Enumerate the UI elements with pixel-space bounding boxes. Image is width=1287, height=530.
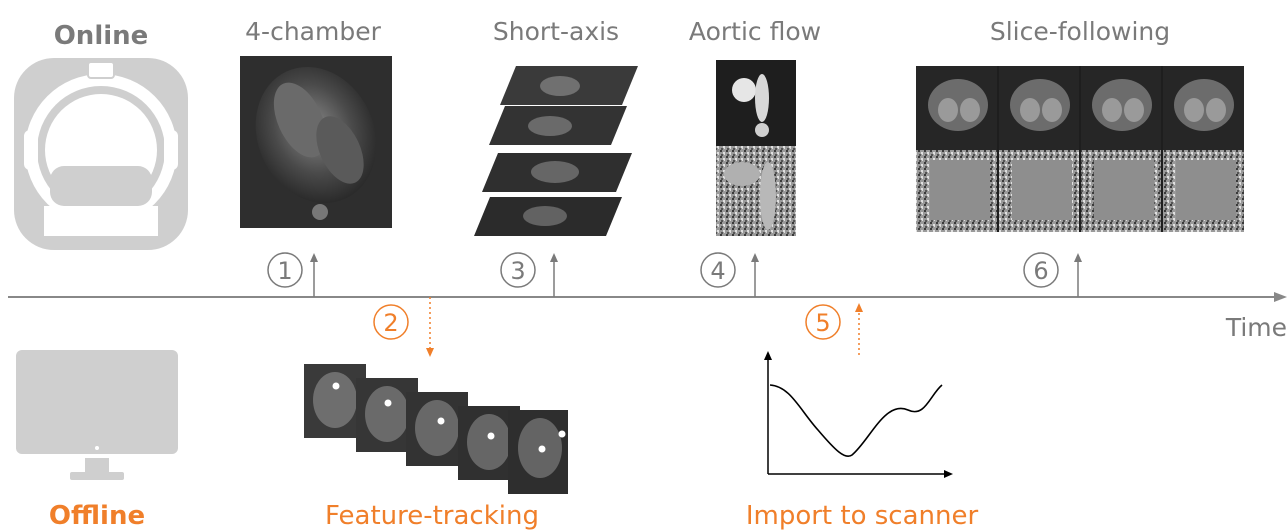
step-3: 3 <box>500 252 558 297</box>
svg-text:2: 2 <box>383 309 398 337</box>
aortic-flow-images <box>716 60 796 236</box>
short-axis-label: Short-axis <box>493 17 619 46</box>
svg-text:6: 6 <box>1033 257 1048 285</box>
import-curve-plot <box>764 351 953 478</box>
svg-text:4: 4 <box>710 257 725 285</box>
svg-text:3: 3 <box>510 257 525 285</box>
slice-following-images <box>916 66 1244 232</box>
computer-icon <box>16 350 178 480</box>
step-4: 4 <box>700 252 759 297</box>
step-2: 2 <box>373 297 434 357</box>
import-to-scanner-label: Import to scanner <box>746 501 979 530</box>
feature-tracking-label: Feature-tracking <box>325 501 539 530</box>
svg-text:5: 5 <box>815 309 830 337</box>
step-1: 1 <box>267 252 318 297</box>
aortic-flow-label: Aortic flow <box>689 17 821 46</box>
step-6: 6 <box>1023 252 1082 297</box>
four-chamber-label: 4-chamber <box>245 17 381 46</box>
curve-line <box>769 384 943 457</box>
online-label: Online <box>54 21 149 51</box>
slice-following-label: Slice-following <box>990 17 1170 46</box>
step-5: 5 <box>805 303 863 355</box>
time-label: Time <box>1225 313 1287 342</box>
timeline-axis <box>8 292 1287 302</box>
svg-text:1: 1 <box>277 257 292 285</box>
short-axis-stack <box>474 66 638 236</box>
offline-label: Offline <box>49 501 145 530</box>
mri-scanner-icon <box>14 58 188 250</box>
feature-tracking-stack <box>304 364 568 494</box>
four-chamber-image <box>240 56 392 228</box>
